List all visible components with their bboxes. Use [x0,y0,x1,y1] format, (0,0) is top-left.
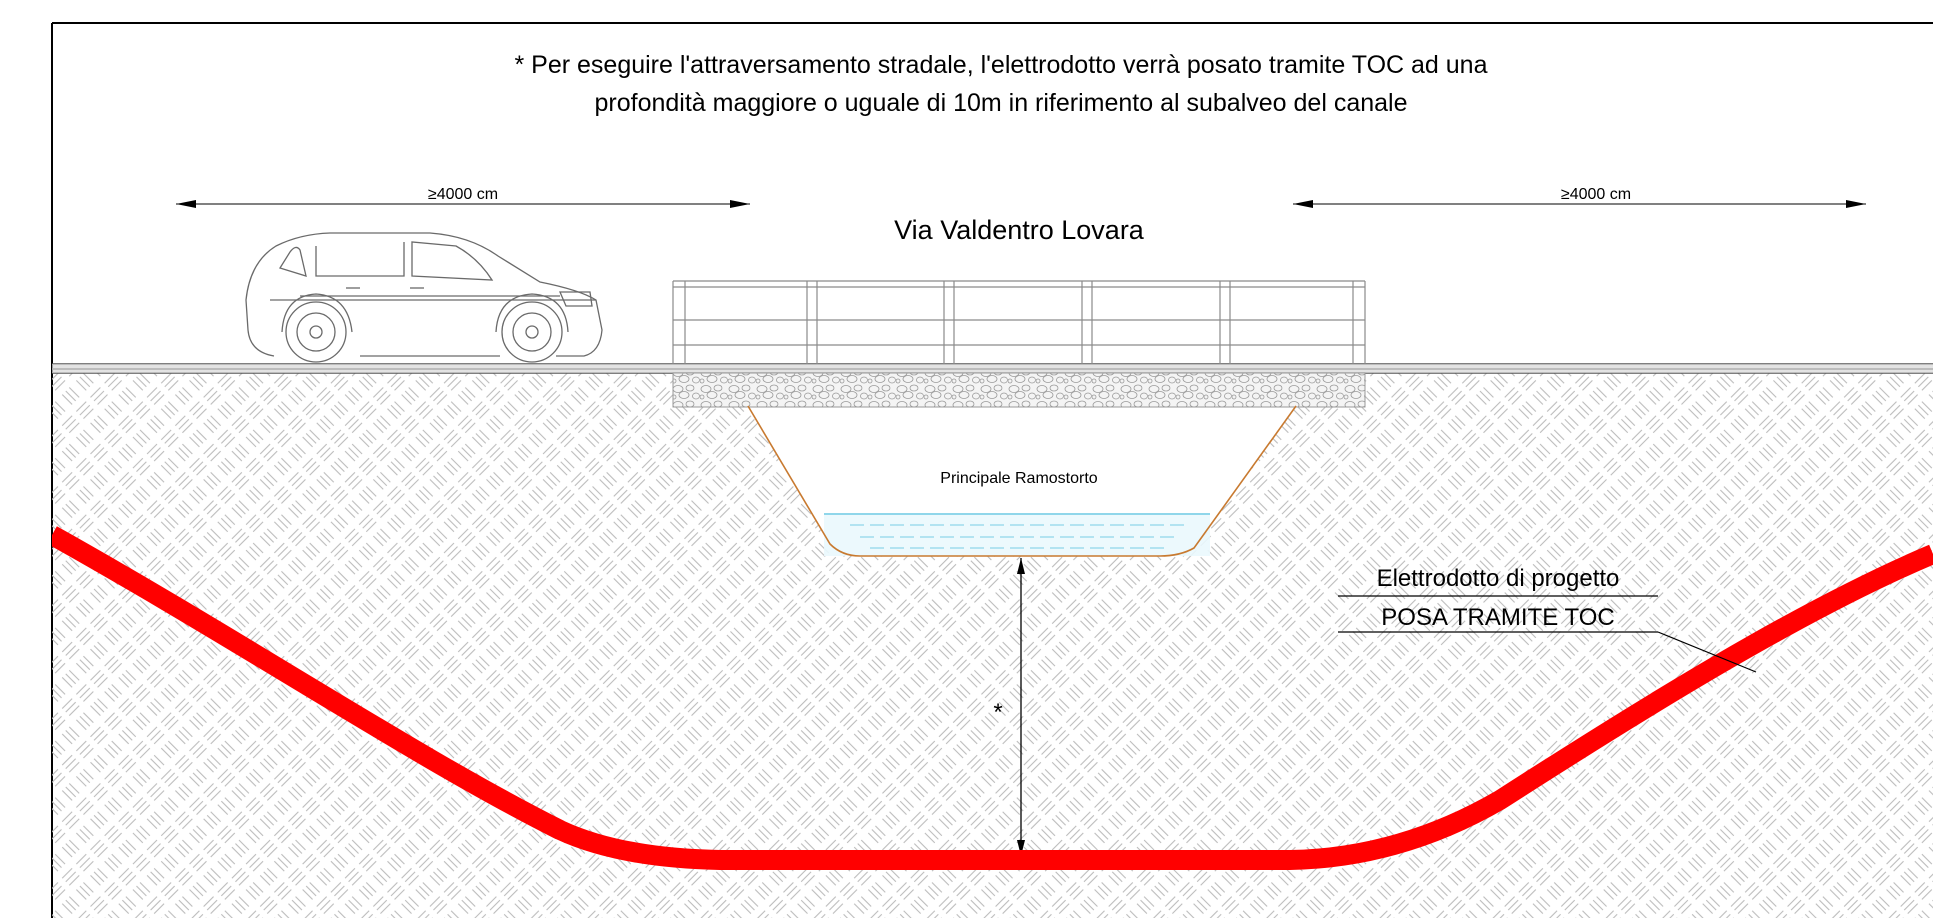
dimension-right [1293,200,1866,208]
soil-section [52,373,1933,918]
road-surface [52,363,1933,374]
dimension-left-label: ≥4000 cm [428,186,498,203]
cable-label-line-2: POSA TRAMITE TOC [1381,604,1614,631]
cable-label-line-1: Elettrodotto di progetto [1377,565,1620,592]
car-illustration [245,232,603,363]
cable-leader [1338,595,1757,673]
dimension-right-label: ≥4000 cm [1561,186,1631,203]
dimension-left [176,200,750,208]
road-name: Via Valdentro Lovara [894,215,1145,245]
cable-path [52,526,1933,870]
gravel-bed [672,372,1366,408]
depth-marker: * [993,699,1002,726]
canal-name: Principale Ramostorto [940,470,1098,487]
depth-dimension [1017,558,1025,856]
note-line-2: profondità maggiore o uguale di 10m in r… [594,89,1407,117]
bridge-railing [672,280,1366,364]
note-line-1: * Per eseguire l'attraversamento stradal… [514,51,1487,79]
canal-section [747,405,1297,557]
